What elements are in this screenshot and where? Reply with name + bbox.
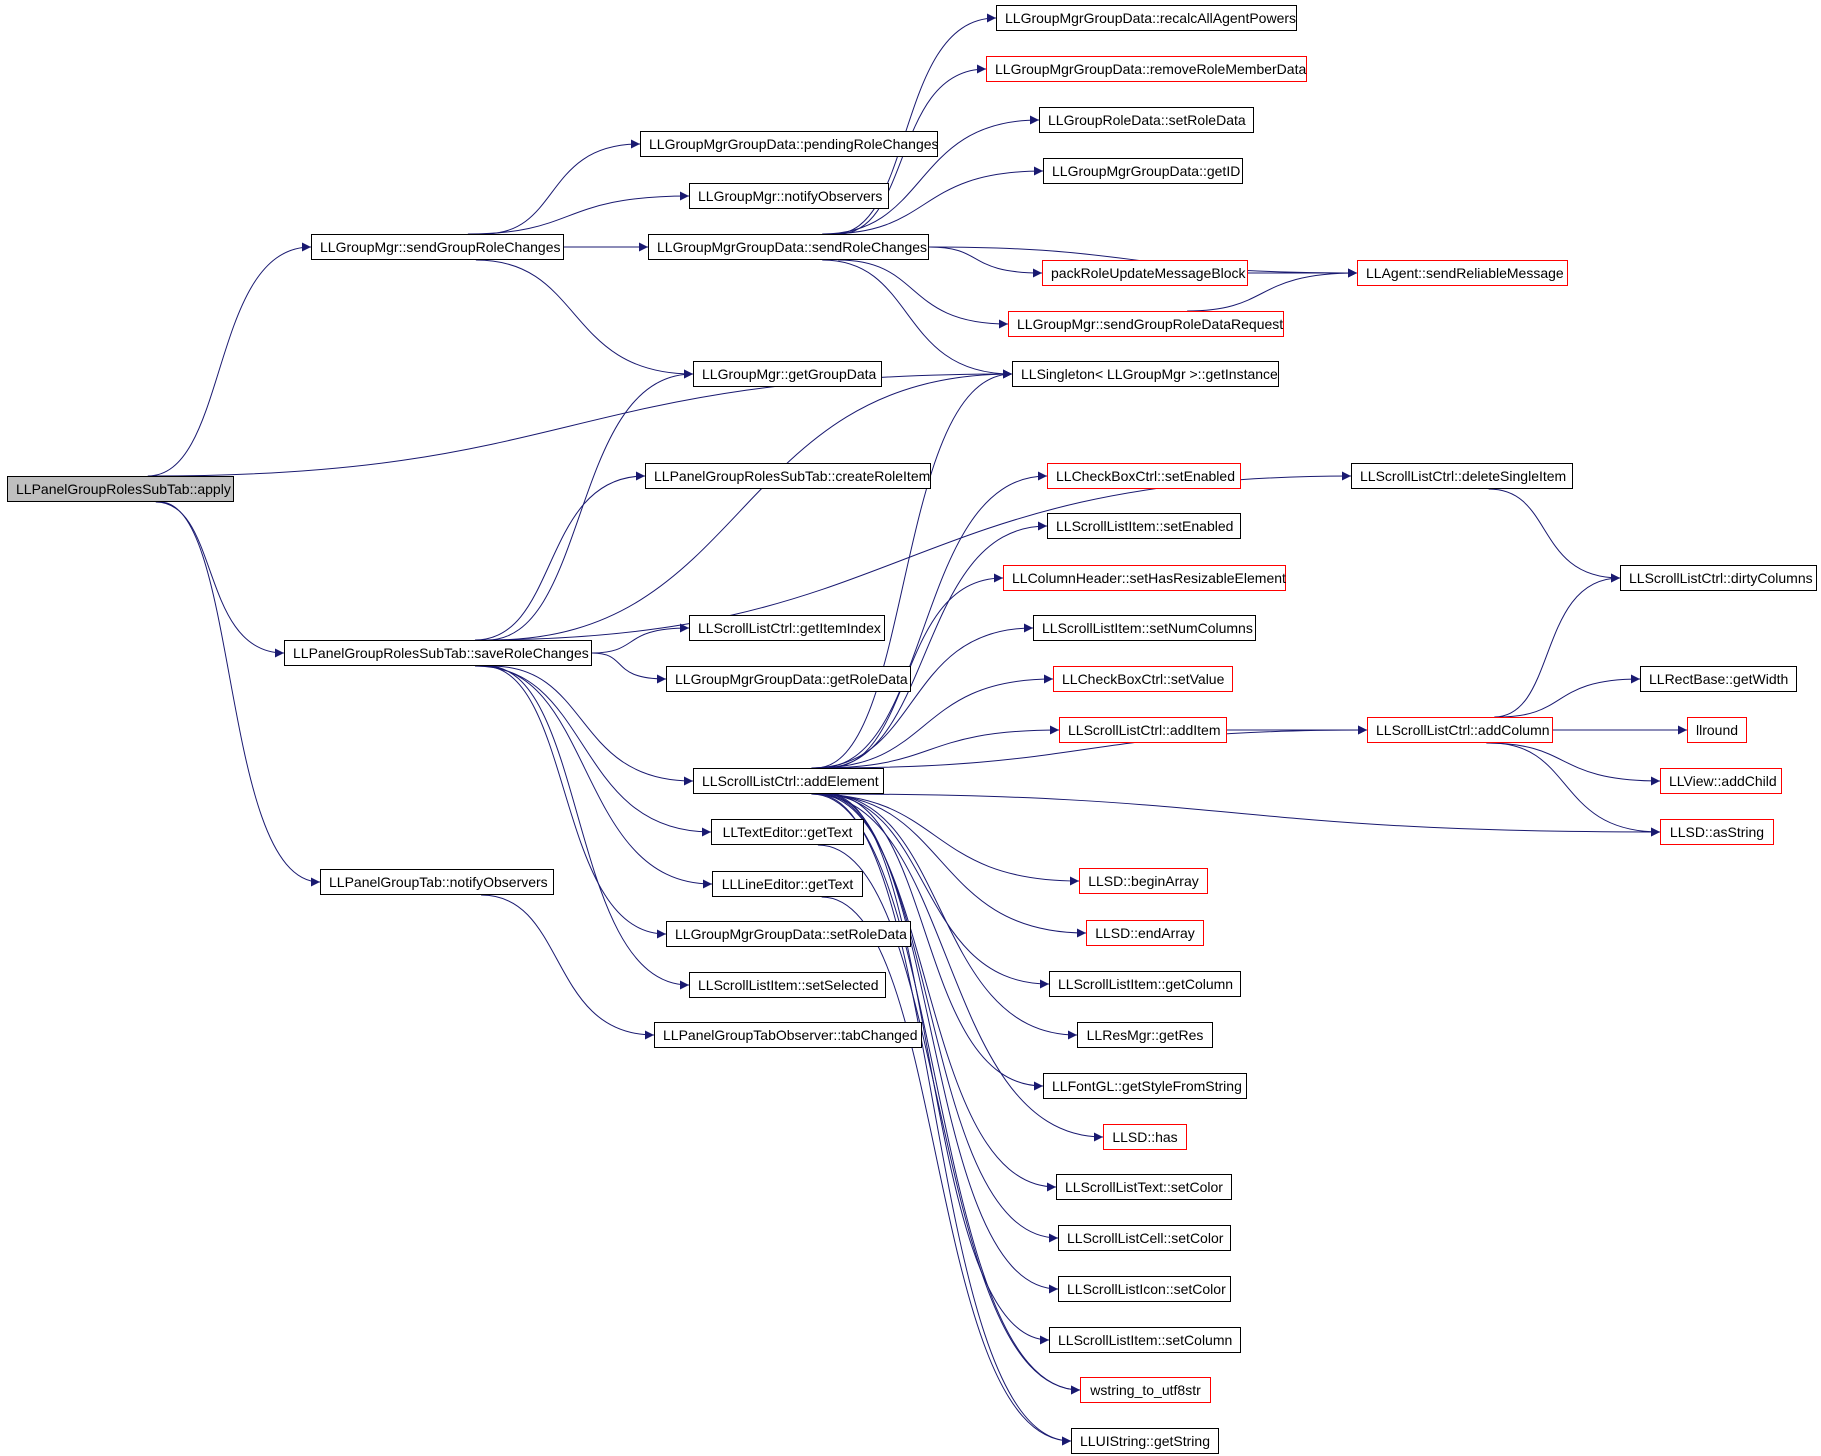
edge-saveRoleChanges-to-getItemIndex [591,623,690,654]
node-line-editor-get-text[interactable]: LLLineEditor::getText [712,871,863,897]
node-add-column[interactable]: LLScrollListCtrl::addColumn [1367,717,1553,743]
node-set-column[interactable]: LLScrollListItem::setColumn [1049,1327,1241,1353]
edge-addElement-to-getColumn [819,793,1050,989]
edge-addElement-to-addItem [819,725,1060,769]
node-delete-single-item[interactable]: LLScrollListCtrl::deleteSingleItem [1351,463,1573,489]
edge-sendGroupRoleChanges-to-pendingRoleChanges [483,139,641,235]
edge-saveRoleChanges-to-getRoleData [591,652,667,684]
node-set-num-columns[interactable]: LLScrollListItem::setNumColumns [1033,615,1256,641]
edge-addElement-to-getRes [823,793,1078,1040]
edge-saveRoleChanges-to-setSelected [486,665,690,990]
node-apply[interactable]: LLPanelGroupRolesSubTab::apply [7,476,234,502]
edge-saveRoleChanges-to-createRoleItem [474,471,646,641]
edge-panelNotifyObservers-to-tabChanged [481,894,655,1040]
edge-saveRoleChanges-to-getInstance [490,369,1013,641]
edge-apply-to-saveRoleChanges [155,501,285,658]
edge-addElement-to-checkSetValue [815,674,1054,769]
edge-apply-to-panelNotifyObservers [159,501,321,887]
node-gmgd-set-role-data[interactable]: LLGroupMgrGroupData::setRoleData [666,921,911,947]
node-recalc-all-agent-powers[interactable]: LLGroupMgrGroupData::recalcAllAgentPower… [996,5,1297,31]
edge-textEditorGetText-to-wstringToUtf8str [817,844,1081,1395]
node-check-set-enabled[interactable]: LLCheckBoxCtrl::setEnabled [1047,463,1241,489]
edge-addElement-to-has [811,793,1104,1142]
node-mgr-notify-observers[interactable]: LLGroupMgr::notifyObservers [689,183,889,209]
edge-addColumn-to-addChild [1486,742,1661,786]
edge-sendRoleChanges-to-recalcAllAgentPowers [834,13,997,235]
edge-saveRoleChanges-to-addElement [490,665,694,786]
edge-sendGroupRoleChanges-to-getGroupData [475,259,694,379]
edge-addColumn-to-asString [1490,742,1661,837]
edge-addElement-to-setColumn [827,793,1050,1345]
node-send-group-role-changes[interactable]: LLGroupMgr::sendGroupRoleChanges [311,234,564,260]
edge-saveRoleChanges-to-lineEditorGetText [478,665,713,889]
edge-addElement-to-getInstance [815,369,1013,769]
node-check-set-value[interactable]: LLCheckBoxCtrl::setValue [1053,666,1233,692]
node-cell-set-color[interactable]: LLScrollListCell::setColor [1058,1225,1231,1251]
node-text-set-color[interactable]: LLScrollListText::setColor [1056,1174,1232,1200]
node-tab-changed[interactable]: LLPanelGroupTabObserver::tabChanged [654,1022,922,1048]
edge-sendRoleChanges-to-grdSetRoleData [822,115,1040,235]
edge-saveRoleChanges-to-textEditorGetText [474,665,712,837]
edge-addColumn-to-dirtyColumns [1494,573,1621,718]
node-get-res[interactable]: LLResMgr::getRes [1077,1022,1213,1048]
node-add-item[interactable]: LLScrollListCtrl::addItem [1059,717,1227,743]
node-get-role-data[interactable]: LLGroupMgrGroupData::getRoleData [666,666,911,692]
node-send-role-changes[interactable]: LLGroupMgrGroupData::sendRoleChanges [648,234,929,260]
node-as-string[interactable]: LLSD::asString [1660,819,1774,845]
node-add-element[interactable]: LLScrollListCtrl::addElement [693,768,884,794]
edge-addElement-to-checkSetEnabled [819,471,1048,769]
node-get-instance[interactable]: LLSingleton< LLGroupMgr >::getInstance [1012,361,1279,387]
node-llround[interactable]: llround [1687,717,1747,743]
edge-sendGroupRoleDataRequest-to-sendReliableMessage [1187,268,1358,312]
node-panel-notify-observers[interactable]: LLPanelGroupTab::notifyObservers [320,869,554,895]
edge-addElement-to-textSetColor [815,793,1057,1192]
node-create-role-item[interactable]: LLPanelGroupRolesSubTab::createRoleItem [645,463,931,489]
node-set-has-resizable-element[interactable]: LLColumnHeader::setHasResizableElement [1003,565,1286,591]
edge-apply-to-getInstance [151,369,1013,477]
node-get-width[interactable]: LLRectBase::getWidth [1640,666,1797,692]
node-get-i-d[interactable]: LLGroupMgrGroupData::getID [1043,158,1243,184]
node-get-style-from-string[interactable]: LLFontGL::getStyleFromString [1043,1073,1247,1099]
node-dirty-columns[interactable]: LLScrollListCtrl::dirtyColumns [1620,565,1817,591]
edge-deleteSingleItem-to-dirtyColumns [1488,488,1621,583]
node-set-selected[interactable]: LLScrollListItem::setSelected [689,972,886,998]
edge-apply-to-sendGroupRoleChanges [147,242,312,477]
edge-addElement-to-asString [827,793,1661,837]
node-send-group-role-data-request[interactable]: LLGroupMgr::sendGroupRoleDataRequest [1008,311,1284,337]
edge-addElement-to-itemSetEnabled [823,521,1048,769]
edge-sendRoleChanges-to-getID [826,166,1044,235]
node-wstring-to-utf8str[interactable]: wstring_to_utf8str [1080,1377,1211,1403]
edge-addElement-to-getStyleFromString [827,793,1044,1091]
node-grd-set-role-data[interactable]: LLGroupRoleData::setRoleData [1039,107,1254,133]
node-remove-role-member-data[interactable]: LLGroupMgrGroupData::removeRoleMemberDat… [986,56,1307,82]
node-item-set-enabled[interactable]: LLScrollListItem::setEnabled [1047,513,1241,539]
node-has[interactable]: LLSD::has [1103,1124,1187,1150]
node-icon-set-color[interactable]: LLScrollListIcon::setColor [1058,1276,1231,1302]
node-pending-role-changes[interactable]: LLGroupMgrGroupData::pendingRoleChanges [640,131,939,157]
node-add-child[interactable]: LLView::addChild [1660,768,1782,794]
edge-sendRoleChanges-to-sendGroupRoleDataRequest [838,259,1009,329]
edge-addElement-to-addColumn [823,725,1368,769]
node-get-column[interactable]: LLScrollListItem::getColumn [1049,971,1241,997]
edge-saveRoleChanges-to-getGroupData [486,369,694,641]
edge-addColumn-to-getWidth [1498,674,1641,718]
edge-sendRoleChanges-to-getInstance [822,259,1013,379]
node-begin-array[interactable]: LLSD::beginArray [1079,868,1208,894]
node-save-role-changes[interactable]: LLPanelGroupRolesSubTab::saveRoleChanges [284,640,592,666]
edge-addElement-to-endArray [815,793,1087,938]
node-text-editor-get-text[interactable]: LLTextEditor::getText [711,819,864,845]
node-get-item-index[interactable]: LLScrollListCtrl::getItemIndex [689,615,885,641]
node-get-group-data[interactable]: LLGroupMgr::getGroupData [693,361,882,387]
node-get-string[interactable]: LLUIString::getString [1071,1428,1219,1454]
edge-addElement-to-cellSetColor [819,793,1059,1243]
edge-addElement-to-setNumColumns [811,623,1034,769]
edge-sendRoleChanges-to-packRoleUpdateMessageBlock [928,246,1043,278]
edge-sendGroupRoleChanges-to-mgrNotifyObservers [467,191,690,235]
node-end-array[interactable]: LLSD::endArray [1086,920,1204,946]
edge-saveRoleChanges-to-gmgdSetRoleData [482,665,667,939]
edge-addElement-to-beginArray [811,793,1080,886]
node-send-reliable-message[interactable]: LLAgent::sendReliableMessage [1357,260,1568,286]
node-pack-role-update-message-block[interactable]: packRoleUpdateMessageBlock [1042,260,1248,286]
